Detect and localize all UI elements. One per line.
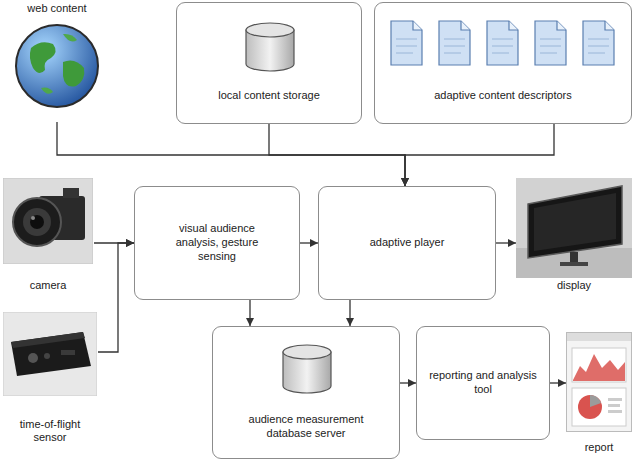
- node-label: adaptive player: [319, 236, 495, 250]
- report-node: report: [566, 332, 632, 456]
- icon-holder: [516, 178, 632, 282]
- node-label: report: [566, 441, 632, 455]
- descriptor-box: adaptive content descriptors: [374, 2, 632, 124]
- node-label: audience measurement database server: [213, 413, 399, 441]
- globe-icon: [13, 22, 101, 110]
- flow-arrow: [496, 242, 516, 243]
- icon-holder: [566, 332, 632, 436]
- flow-arrow: [550, 382, 566, 383]
- sensor-node: time-of-flight sensor: [2, 312, 98, 446]
- icon-holder: [13, 22, 101, 114]
- process-box: adaptive player: [318, 186, 496, 300]
- icon-holder: [3, 312, 97, 400]
- camera-photo: [3, 178, 93, 264]
- database-cylinder: [243, 21, 297, 73]
- icon-holder: [243, 21, 297, 77]
- document-icons: [375, 19, 633, 69]
- icon-holder: [3, 178, 93, 268]
- node-label: time-of-flight sensor: [2, 418, 98, 446]
- display-photo: [516, 178, 632, 278]
- node-label: web content: [6, 2, 108, 16]
- icon-holder: [375, 19, 633, 73]
- node-label: local content storage: [177, 89, 361, 103]
- icon-holder: [280, 343, 334, 399]
- process-box: reporting and analysis tool: [416, 326, 550, 440]
- report-screenshot: [566, 332, 632, 432]
- database-cylinder: [280, 343, 334, 395]
- camera-node: camera: [2, 178, 94, 294]
- sensor-photo: [3, 312, 97, 396]
- flow-arrow: [98, 243, 134, 352]
- database-box: audience measurement database server: [212, 326, 400, 459]
- flow-arrow: [349, 300, 350, 326]
- node-label: reporting and analysis tool: [417, 369, 549, 397]
- flow-arrow: [400, 382, 416, 383]
- process-box: visual audience analysis, gesture sensin…: [134, 186, 300, 300]
- flow-arrow: [249, 300, 250, 326]
- storage-box: local content storage: [176, 2, 362, 124]
- globe-node: web content: [6, 2, 108, 122]
- node-label: camera: [2, 279, 94, 293]
- display-node: display: [516, 178, 632, 294]
- flow-arrow: [57, 122, 405, 186]
- flow-arrow: [300, 242, 318, 243]
- flow-arrow: [405, 124, 554, 186]
- node-label: adaptive content descriptors: [375, 89, 631, 103]
- node-label: display: [516, 279, 632, 293]
- flow-arrow: [269, 124, 405, 186]
- node-label: visual audience analysis, gesture sensin…: [135, 222, 299, 263]
